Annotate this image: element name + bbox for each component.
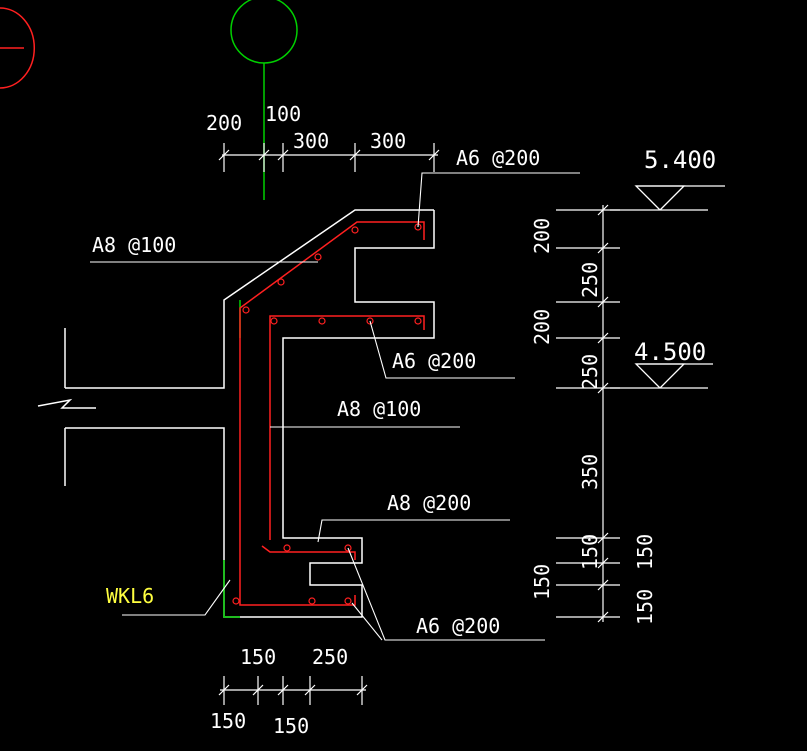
member-label: WKL6 [106, 584, 154, 608]
right-dim-8: 150 [578, 534, 602, 570]
elevation-marker-lower [610, 363, 713, 389]
bottom-dim-3: 150 [210, 709, 246, 733]
elevation-marker-upper [610, 185, 725, 211]
red-axis-marker [0, 7, 36, 89]
right-dim-4: 250 [578, 354, 602, 390]
axis-bubble [230, 0, 298, 200]
break-line [37, 398, 96, 409]
bottom-dim-4: 150 [273, 714, 309, 738]
callout-slope-bar: A8 @100 [92, 233, 176, 257]
right-dimension-chain [556, 204, 620, 623]
beam-outline [64, 209, 435, 618]
right-dim-2: 250 [578, 262, 602, 298]
right-dim-7: 150 [530, 564, 554, 600]
callout-mid-bar: A6 @200 [392, 349, 476, 373]
right-dim-3: 200 [530, 309, 554, 345]
right-dim-6: 150 [633, 534, 657, 570]
callout-lower-bar: A8 @200 [387, 491, 471, 515]
callout-top-stirrup: A6 @200 [456, 146, 540, 170]
bottom-dimension-chain [218, 676, 368, 705]
leader-lines [90, 172, 580, 641]
bottom-dim-2: 250 [312, 645, 348, 669]
elevation-upper: 5.400 [644, 146, 716, 174]
top-dimension-chain [218, 143, 440, 172]
bottom-dim-1: 150 [240, 645, 276, 669]
top-dim-3: 300 [293, 129, 329, 153]
callout-bottom-bar: A6 @200 [416, 614, 500, 638]
right-dim-5: 350 [578, 454, 602, 490]
rebar-lines [239, 221, 425, 606]
member-leader [122, 579, 231, 616]
elevation-lower: 4.500 [634, 338, 706, 366]
right-dim-1: 200 [530, 218, 554, 254]
right-dim-9: 150 [633, 589, 657, 625]
top-dim-1: 200 [206, 111, 242, 135]
top-dim-4: 300 [370, 129, 406, 153]
top-dim-2: 100 [265, 102, 301, 126]
green-face-line [223, 300, 241, 618]
callout-web-bar: A8 @100 [337, 397, 421, 421]
